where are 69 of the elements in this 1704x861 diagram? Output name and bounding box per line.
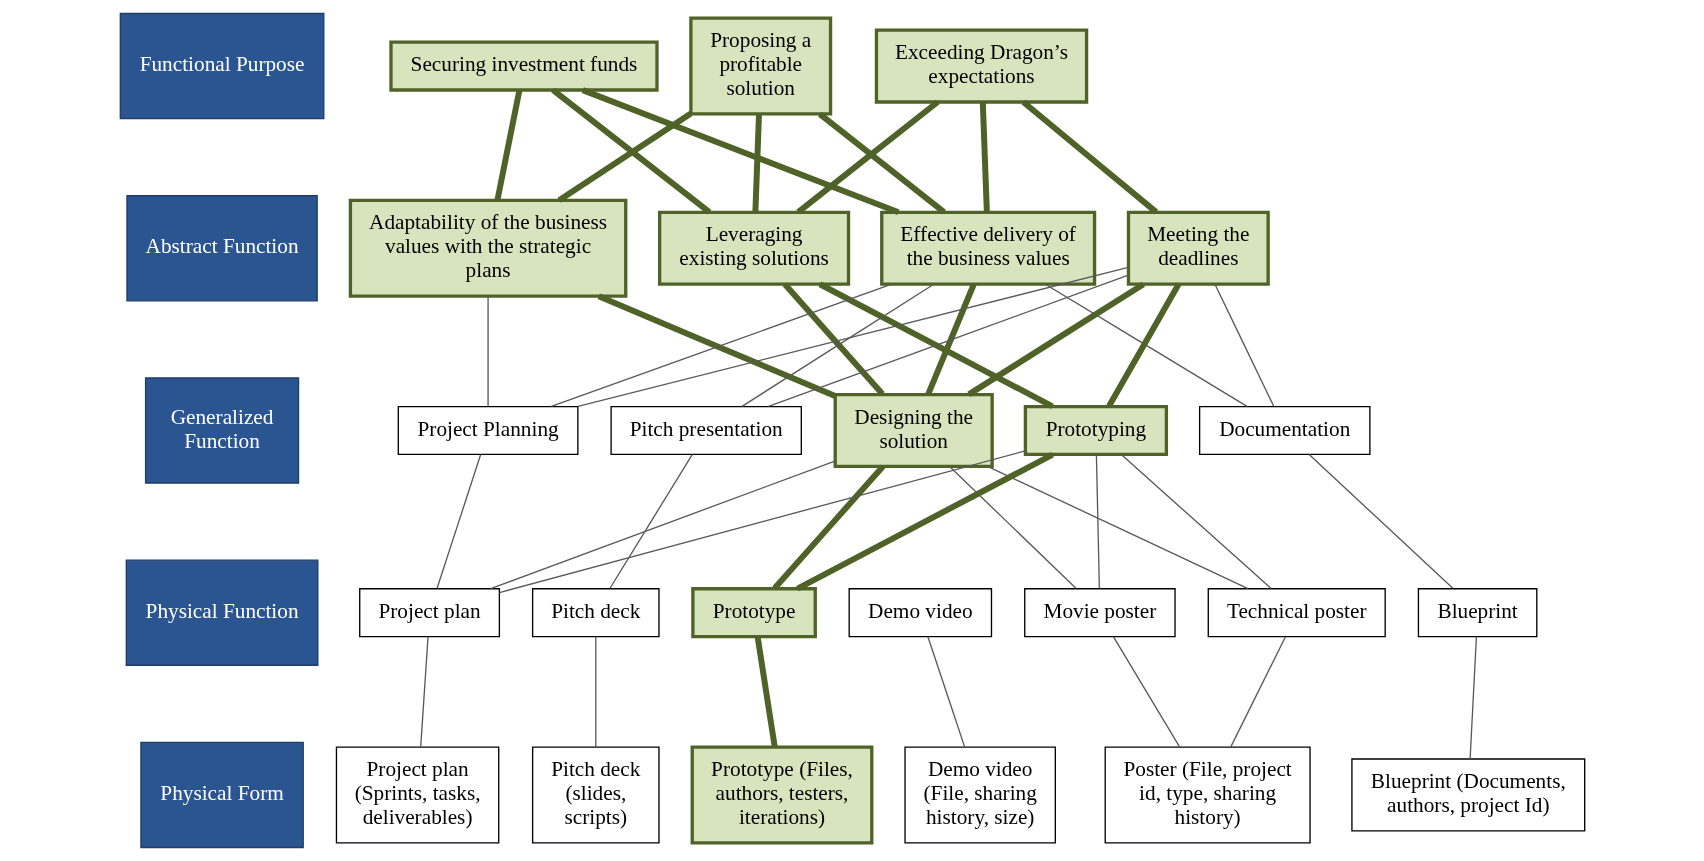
node-box: Blueprint: [1417, 588, 1537, 638]
connector: [1213, 283, 1274, 407]
node-box: Project Planning: [397, 405, 578, 456]
connector: [1308, 453, 1453, 589]
connector: [1112, 636, 1180, 748]
node-box: Project plan (Sprints, tasks, deliverables): [335, 746, 499, 844]
connector: [576, 266, 1129, 408]
connector: [817, 111, 946, 215]
node-box: Exceeding Dragon’s expectations: [874, 28, 1088, 104]
connector: [1095, 453, 1100, 589]
node-box: Physical Function: [125, 559, 318, 666]
connector: [1120, 453, 1272, 589]
connector: [925, 283, 977, 396]
node-box: Generalized Function: [144, 377, 299, 484]
node-box: Functional Purpose: [119, 12, 324, 120]
node-box: Designing the solution: [833, 392, 994, 469]
connector: [1468, 636, 1477, 760]
connector: [550, 87, 711, 215]
connector: [581, 87, 900, 216]
connector: [608, 453, 693, 589]
node-box: Securing investment funds: [388, 40, 659, 92]
node-box: Documentation: [1198, 405, 1371, 456]
node-box: Blueprint (Documents, authors, project Id): [1350, 758, 1585, 832]
connector: [1020, 99, 1158, 215]
node-box: Demo video: [848, 588, 992, 638]
connector: [740, 283, 934, 407]
connector: [594, 636, 596, 748]
connector: [771, 464, 885, 591]
node-box: Physical Form: [139, 741, 304, 849]
node-box: Meeting the deadlines: [1126, 210, 1270, 286]
connector: [597, 293, 836, 399]
connector: [1105, 282, 1181, 408]
connector: [795, 99, 940, 215]
node-box: Abstract Function: [125, 195, 318, 302]
connector: [489, 460, 835, 590]
node-box: Pitch deck: [531, 588, 660, 638]
node-box: Adaptability of the business values with the strategic plans: [348, 198, 627, 298]
node-box: Project plan: [358, 588, 500, 638]
connector: [818, 281, 1054, 409]
connector: [754, 636, 778, 748]
connector: [435, 453, 481, 589]
connector: [966, 281, 1145, 397]
node-box: Prototype (Files, authors, testers, iterations): [690, 745, 873, 845]
connector: [751, 114, 762, 212]
node-box: Poster (File, project id, type, sharing history): [1104, 746, 1311, 844]
node-box: Prototype: [690, 587, 817, 639]
connector: [926, 636, 965, 748]
node-box: Proposing a profitable solution: [688, 16, 832, 116]
connector: [1044, 283, 1248, 407]
connector: [986, 465, 1249, 590]
connector: [557, 110, 692, 203]
node-box: Movie poster: [1023, 588, 1176, 638]
connector: [498, 450, 1026, 594]
node-box: Pitch presentation: [609, 405, 802, 456]
connector: [493, 89, 522, 201]
node-box: Technical poster: [1207, 588, 1386, 638]
node-box: Prototyping: [1023, 404, 1168, 457]
node-box: Leveraging existing solutions: [657, 210, 850, 286]
connector: [767, 274, 1129, 408]
node-box: Effective delivery of the business values: [879, 210, 1096, 286]
node-box: Demo video (File, sharing history, size): [903, 746, 1056, 844]
connector: [979, 101, 990, 212]
connector: [550, 283, 892, 408]
connector: [419, 636, 429, 748]
node-box: Pitch deck (slides, scripts): [531, 746, 660, 844]
connector: [1229, 636, 1286, 748]
connector: [486, 295, 489, 407]
connector: [948, 465, 1077, 589]
connector: [795, 451, 1054, 592]
